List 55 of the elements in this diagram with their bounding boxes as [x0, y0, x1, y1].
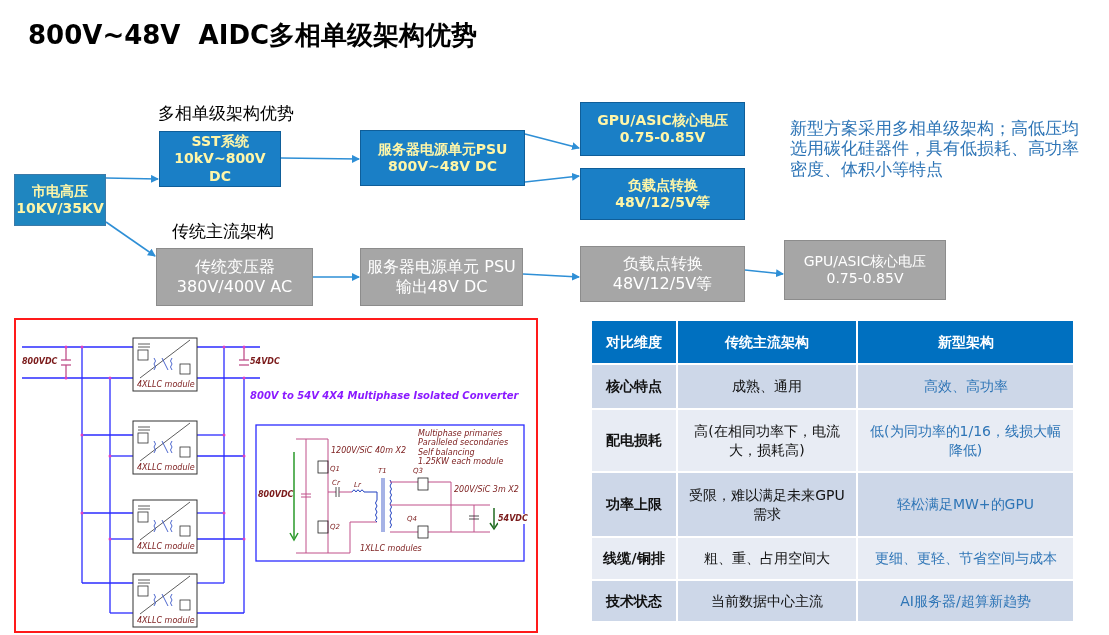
note-text: 1.25KW each module [418, 457, 504, 467]
process-box: 服务器电源单元 PSU 输出48V DC [360, 248, 523, 306]
voltage-label: 800VDC [258, 490, 294, 500]
arrow [312, 273, 360, 281]
process-box: 负载点转换 48V/12/5V等 [580, 168, 745, 220]
table-cell: 粗、重、占用空间大 [678, 538, 856, 579]
arrow [524, 133, 580, 151]
module-label: 4XLLC module [137, 463, 195, 473]
arrow [744, 269, 784, 278]
converter-title: 800V to 54V 4X4 Multiphase Isolated Converter [250, 390, 519, 402]
heading: 传统主流架构 [172, 220, 274, 243]
table-cell: 低(为同功率的1/16，线损大幅降低) [858, 410, 1073, 471]
arrow [524, 172, 580, 183]
table-cell: 高效、高功率 [858, 365, 1073, 408]
title: 800V~48V AIDC多相单级架构优势 [28, 19, 479, 52]
table-cell: 更细、更轻、节省空间与成本 [858, 538, 1073, 579]
note-text: Self balancing [418, 448, 475, 458]
table-cell: 轻松满足MW+的GPU [858, 473, 1073, 536]
note-text: Paralleled secondaries [418, 438, 509, 448]
table-cell: 功率上限 [592, 473, 676, 536]
voltage-label: 800VDC [22, 357, 58, 367]
heading: 多相单级架构优势 [158, 102, 294, 125]
module-label: 4XLLC module [137, 542, 195, 552]
process-box: 市电高压 10KV/35KV [14, 174, 106, 226]
process-box: 负载点转换 48V/12/5V等 [580, 246, 745, 302]
note-text: Multiphase primaries [418, 429, 503, 439]
table-header-cell: 对比维度 [592, 321, 676, 363]
process-box: 传统变压器 380V/400V AC [156, 248, 313, 306]
table-header-cell: 传统主流架构 [678, 321, 856, 363]
voltage-label: 54VDC [498, 514, 528, 524]
table-cell: 配电损耗 [592, 410, 676, 471]
device-label: 1200V/SiC 40m X2 [331, 446, 407, 456]
device-label: 200V/SiC 3m X2 [454, 485, 519, 495]
table-cell: AI服务器/超算新趋势 [858, 581, 1073, 621]
module-label: 4XLLC module [137, 616, 195, 626]
arrow [522, 272, 580, 281]
module-label: 1XLLC modules [360, 544, 422, 554]
table-cell: 技术状态 [592, 581, 676, 621]
arrow [105, 174, 159, 183]
table-cell: 受限，难以满足未来GPU需求 [678, 473, 856, 536]
table-header-cell: 新型架构 [858, 321, 1073, 363]
table-cell: 成熟、通用 [678, 365, 856, 408]
description-text: 新型方案采用多相单级架构；高低压均选用碳化硅器件，具有低损耗、高功率密度、体积小等特点 [790, 118, 1080, 180]
table-cell: 当前数据中心主流 [678, 581, 856, 621]
table-cell: 高(在相同功率下，电流大，损耗高) [678, 410, 856, 471]
process-box: 服务器电源单元PSU 800V~48V DC [360, 130, 525, 186]
table-cell: 核心特点 [592, 365, 676, 408]
table-cell: 线缆/铜排 [592, 538, 676, 579]
process-box: SST系统 10kV~800V DC [159, 131, 281, 187]
process-box: GPU/ASIC核心电压 0.75-0.85V [784, 240, 946, 300]
module-label: 4XLLC module [137, 380, 195, 390]
arrow [105, 221, 156, 257]
voltage-label: 54VDC [250, 357, 280, 367]
process-box: GPU/ASIC核心电压 0.75-0.85V [580, 102, 745, 156]
arrow [280, 154, 360, 163]
